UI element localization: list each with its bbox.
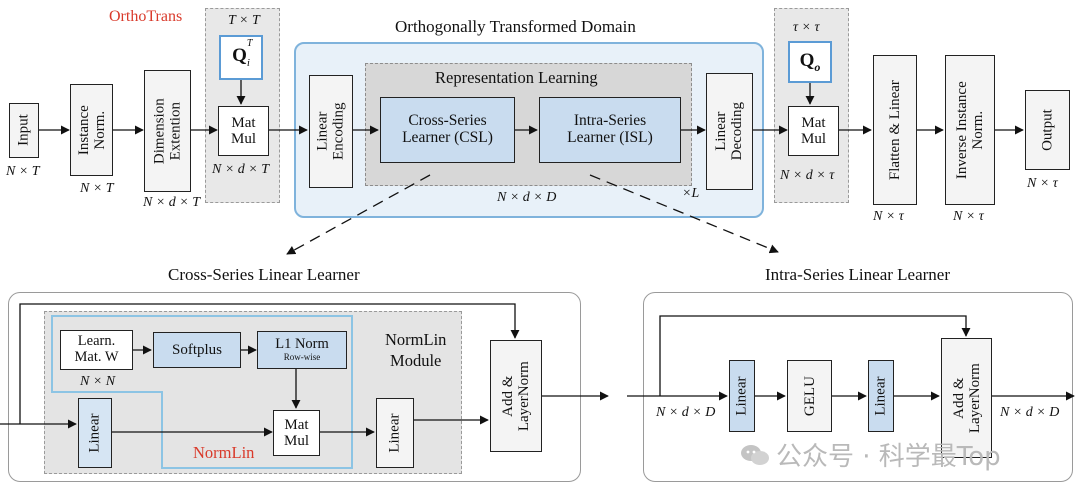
normlin-module-label: NormLin Module xyxy=(385,330,446,371)
dim-domain: N × d × D xyxy=(497,190,557,205)
linear-isl-2-block: Linear xyxy=(868,360,894,432)
add-layernorm-cross-block: Add &LayerNorm xyxy=(490,340,542,452)
dim-matmul2: N × d × τ xyxy=(780,168,835,183)
input-block: Input xyxy=(9,103,39,158)
dim-isl-out: N × d × D xyxy=(1000,405,1060,420)
dim-t-t: T × T xyxy=(228,13,260,28)
dim-dimext: N × d × T xyxy=(143,195,201,210)
dim-input: N × T xyxy=(6,164,40,179)
normlin-module-line1: NormLin xyxy=(385,330,447,349)
dim-tau-tau: τ × τ xyxy=(793,20,820,35)
wechat-icon xyxy=(741,444,769,465)
orthotrans-label: OrthoTrans xyxy=(109,8,183,25)
orthotrans-output-panel xyxy=(774,8,849,203)
output-block: Output xyxy=(1025,90,1070,170)
learnable-matrix-block: Learn.Mat. W xyxy=(60,330,133,370)
gelu-block: GELU xyxy=(787,360,832,432)
dim-nn: N × N xyxy=(80,374,116,389)
dim-matmul1: N × d × T xyxy=(212,162,270,177)
dim-isl-in: N × d × D xyxy=(656,405,716,420)
intra-series-title: Intra-Series Linear Learner xyxy=(765,265,950,284)
dim-inverse: N × τ xyxy=(953,209,984,224)
normlin-label: NormLin xyxy=(193,443,255,462)
add-layernorm-intra-block: Add &LayerNorm xyxy=(941,338,992,458)
linear-isl-1-block: Linear xyxy=(729,360,755,432)
cross-series-title: Cross-Series Linear Learner xyxy=(168,265,360,284)
representation-title: Representation Learning xyxy=(435,68,598,87)
intra-series-panel xyxy=(643,292,1073,482)
dim-flatten: N × τ xyxy=(873,209,904,224)
linear-left-block: Linear xyxy=(78,398,112,468)
normlin-module-line2: Module xyxy=(390,350,442,370)
softplus-block: Softplus xyxy=(153,332,241,368)
domain-title: Orthogonally Transformed Domain xyxy=(395,17,636,36)
dim-instance: N × T xyxy=(80,181,114,196)
flatten-linear-block: Flatten & Linear xyxy=(873,55,917,205)
watermark: 公众号 · 科学最Top xyxy=(740,436,1001,473)
linear-mid-block: Linear xyxy=(376,398,414,468)
dim-output: N × τ xyxy=(1027,176,1058,191)
repeat-l-label: ×L xyxy=(682,186,700,201)
watermark-text: 公众号 · 科学最Top xyxy=(776,442,1001,472)
q-output-matrix: Qo xyxy=(788,41,832,83)
